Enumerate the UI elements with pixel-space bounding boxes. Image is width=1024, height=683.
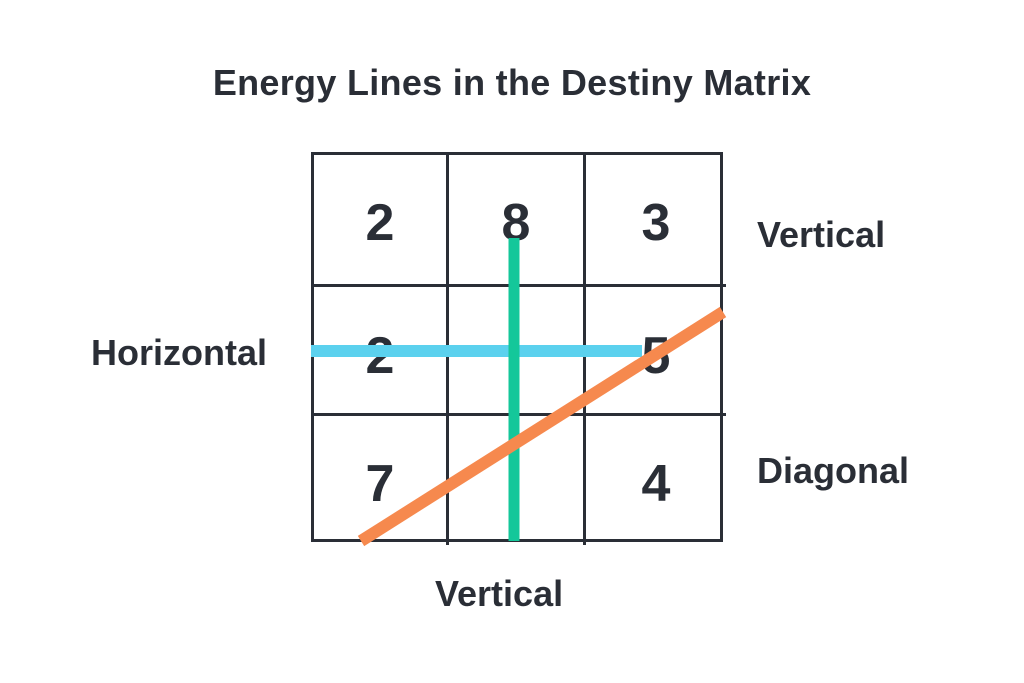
vertical-label-right: Vertical bbox=[757, 214, 886, 255]
matrix-cell-r3c1: 7 bbox=[314, 416, 449, 545]
matrix-cell-r2c2 bbox=[449, 287, 586, 416]
diagram-title: Energy Lines in the Destiny Matrix bbox=[212, 62, 812, 103]
matrix-cell-r2c3: 5 bbox=[586, 287, 726, 416]
matrix-cell-r1c1: 2 bbox=[314, 155, 449, 287]
matrix-cell-r3c2 bbox=[449, 416, 586, 545]
matrix-cell-r1c3: 3 bbox=[586, 155, 726, 287]
vertical-label-bottom: Vertical bbox=[435, 573, 564, 614]
matrix-cell-r1c2: 8 bbox=[449, 155, 586, 287]
matrix-cell-r2c1: 2 bbox=[314, 287, 449, 416]
horizontal-label: Horizontal bbox=[91, 332, 267, 373]
diagonal-label: Diagonal bbox=[757, 450, 910, 491]
destiny-matrix-grid: 2 8 3 2 5 7 4 bbox=[311, 152, 726, 545]
matrix-cell-r3c3: 4 bbox=[641, 454, 671, 513]
